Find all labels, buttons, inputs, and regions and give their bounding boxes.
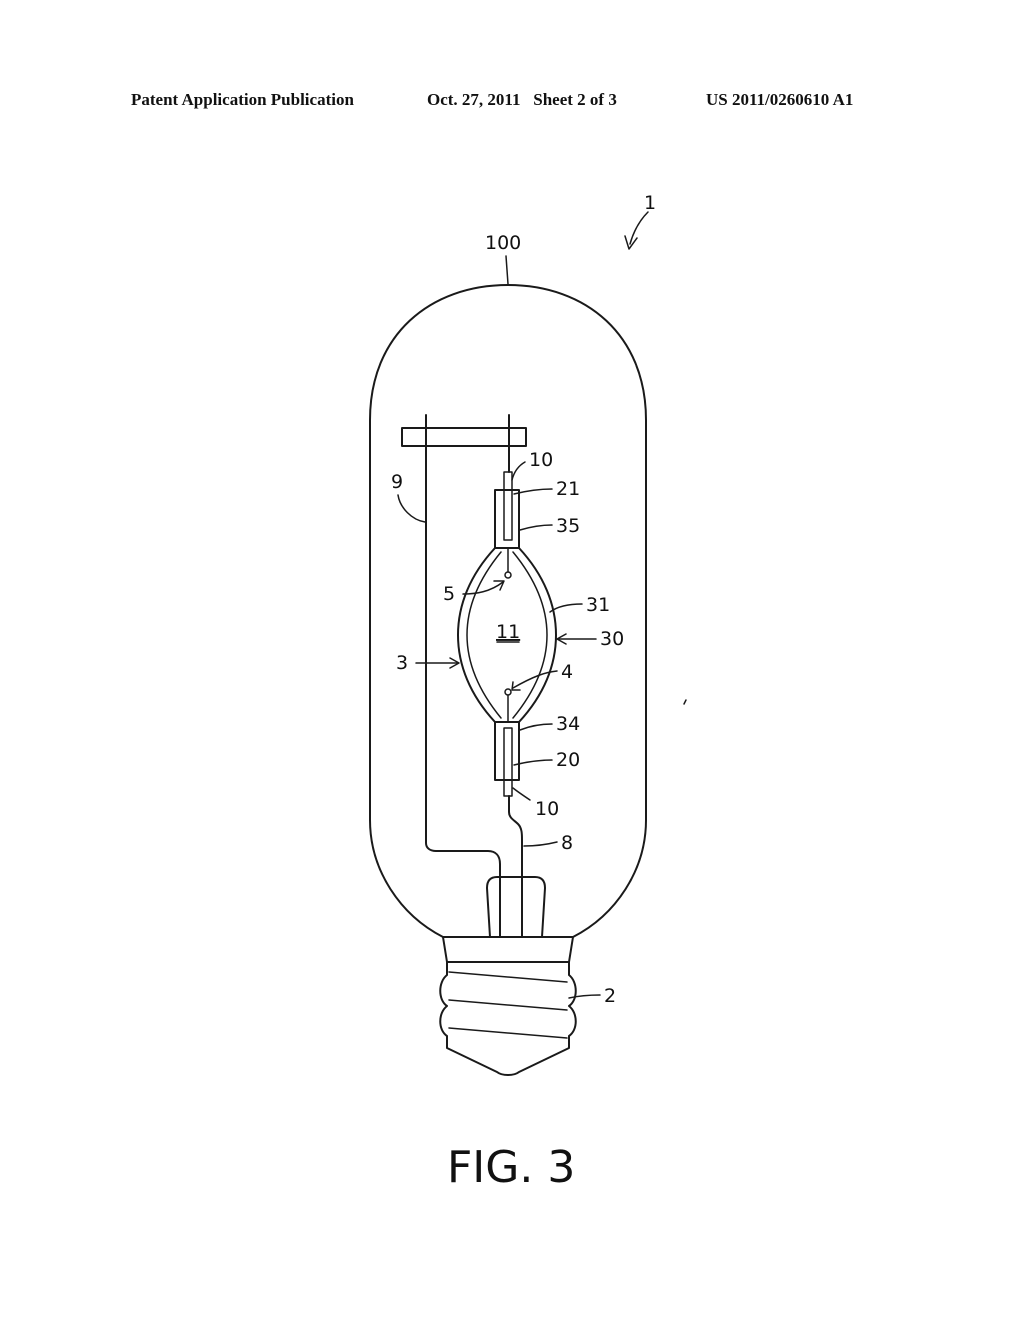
figure-caption: FIG. 3 bbox=[447, 1142, 575, 1193]
leader-discharge-vessel-arrow bbox=[449, 657, 460, 669]
leader-vessel-assembly-arrow bbox=[556, 633, 567, 645]
leader-frame-wire bbox=[397, 494, 426, 523]
base-collar bbox=[442, 936, 574, 963]
label-feedthrough-lower: 20 bbox=[556, 749, 580, 771]
label-discharge-vessel: 3 bbox=[396, 652, 408, 674]
label-frame-wire: 9 bbox=[391, 471, 403, 493]
label-end-plug-upper: 35 bbox=[556, 515, 580, 537]
header-date-sheet: Oct. 27, 2011 Sheet 2 of 3 bbox=[427, 90, 617, 109]
label-feedthrough-upper: 21 bbox=[556, 478, 580, 500]
leader-vessel-wall bbox=[549, 603, 583, 613]
label-outer-bulb: 100 bbox=[485, 232, 521, 254]
leader-electrode-upper bbox=[462, 581, 504, 595]
support-bridge bbox=[401, 427, 527, 447]
label-foil-top: 10 bbox=[529, 449, 553, 471]
screw-thread-2 bbox=[448, 999, 568, 1011]
screw-thread-1 bbox=[448, 971, 568, 983]
stem-pinch bbox=[486, 876, 546, 938]
label-vessel-wall: 31 bbox=[586, 594, 610, 616]
frame-wire bbox=[425, 414, 501, 938]
header-publication: Patent Application Publication bbox=[131, 90, 354, 109]
leader-outer-bulb bbox=[505, 255, 509, 285]
leader-end-plug-lower bbox=[519, 723, 553, 731]
label-base: 2 bbox=[604, 985, 616, 1007]
outer-bulb-outline bbox=[369, 284, 647, 938]
upper-feedthrough bbox=[503, 471, 513, 541]
leader-lamp bbox=[629, 211, 649, 245]
vessel-outer-wall bbox=[457, 547, 557, 723]
leader-lead-lower bbox=[523, 841, 558, 847]
upper-electrode-tip bbox=[504, 571, 512, 579]
leader-foil-bottom bbox=[512, 787, 531, 801]
label-discharge-space: 11 bbox=[496, 621, 520, 643]
header-patent-number: US 2011/0260610 A1 bbox=[706, 90, 854, 109]
leader-feedthrough-upper bbox=[513, 488, 553, 495]
label-electrode-lower: 4 bbox=[561, 661, 573, 683]
vessel-inner-wall bbox=[466, 551, 548, 719]
stray-mark bbox=[683, 699, 687, 705]
leader-electrode-lower-arrow bbox=[511, 681, 521, 691]
screw-thread-3 bbox=[448, 1027, 568, 1039]
lower-lead-wire bbox=[508, 795, 523, 938]
label-electrode-upper: 5 bbox=[443, 583, 455, 605]
lower-feedthrough bbox=[503, 727, 513, 797]
lower-electrode-tip bbox=[504, 688, 512, 696]
leader-feedthrough-lower bbox=[513, 759, 553, 766]
label-vessel-assembly: 30 bbox=[600, 628, 624, 650]
label-foil-bottom: 10 bbox=[535, 798, 559, 820]
leader-base bbox=[568, 994, 601, 999]
label-end-plug-lower: 34 bbox=[556, 713, 580, 735]
leader-electrode-upper-arrow bbox=[493, 580, 505, 591]
screw-base bbox=[439, 961, 577, 1076]
leader-lamp-arrow bbox=[624, 235, 638, 250]
label-lead-lower: 8 bbox=[561, 832, 573, 854]
leader-end-plug-upper bbox=[519, 524, 553, 531]
lower-end-plug bbox=[494, 721, 520, 781]
leader-foil-top bbox=[511, 461, 526, 481]
upper-end-plug bbox=[494, 489, 520, 549]
label-lamp: 1 bbox=[644, 192, 656, 214]
leader-electrode-lower bbox=[512, 670, 558, 689]
